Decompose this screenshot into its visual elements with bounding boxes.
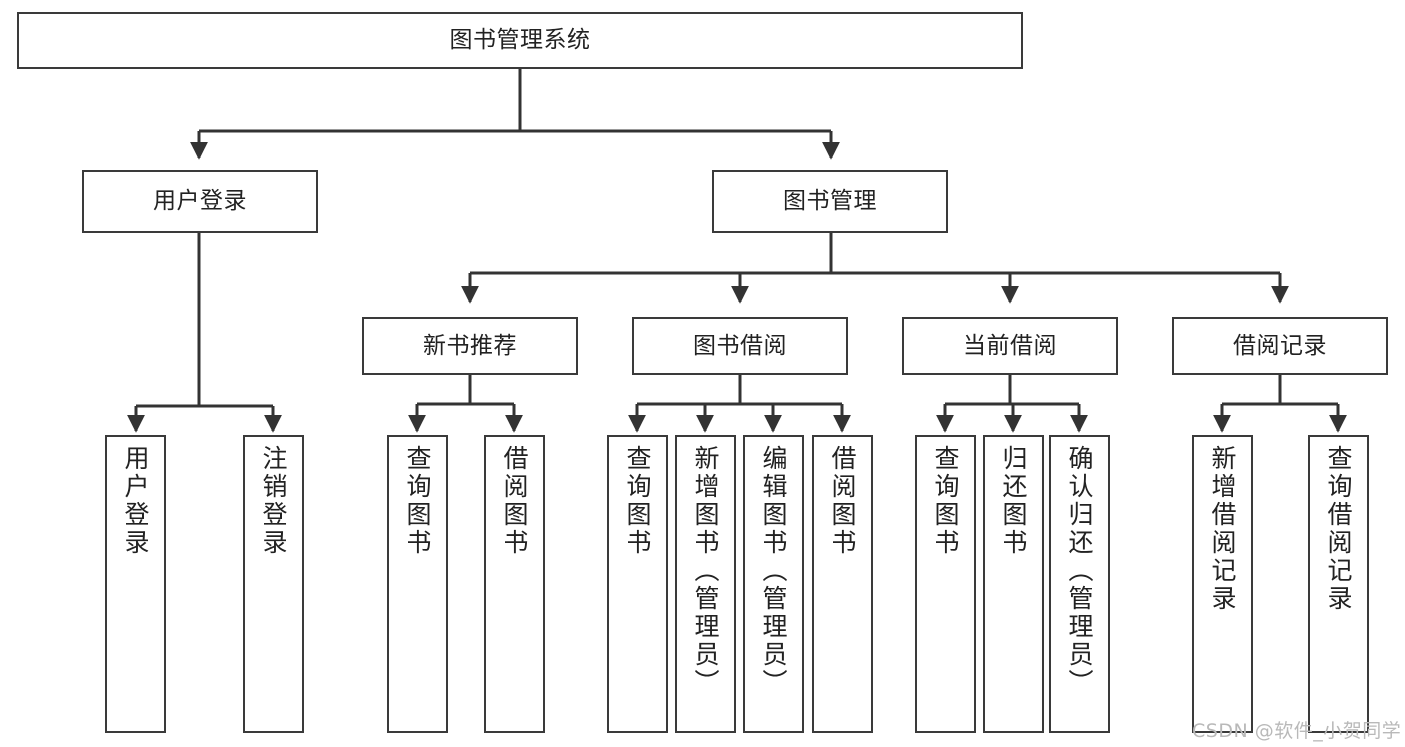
leaf-current-confirm-return-label: 确认归还（管理员）	[1065, 445, 1094, 697]
leaf-recommend-borrow-book[interactable]: 借阅图书	[484, 435, 545, 733]
leaf-current-query-book-label: 查询图书	[931, 445, 960, 557]
node-current-borrow[interactable]: 当前借阅	[902, 317, 1118, 375]
node-book-management-label: 图书管理	[783, 188, 877, 215]
node-user-login[interactable]: 用户登录	[82, 170, 318, 233]
leaf-records-add-record-label: 新增借阅记录	[1208, 445, 1237, 613]
leaf-records-add-record[interactable]: 新增借阅记录	[1192, 435, 1253, 733]
node-current-borrow-label: 当前借阅	[963, 332, 1057, 359]
leaf-borrow-borrow-book[interactable]: 借阅图书	[812, 435, 873, 733]
node-root[interactable]: 图书管理系统	[17, 12, 1023, 69]
leaf-records-query-record-label: 查询借阅记录	[1324, 445, 1353, 613]
leaf-user-login-login[interactable]: 用户登录	[105, 435, 166, 733]
csdn-watermark: CSDN @软件_小贺同学	[1192, 720, 1402, 742]
leaf-user-login-logout[interactable]: 注销登录	[243, 435, 304, 733]
node-new-book-recommend-label: 新书推荐	[423, 332, 517, 359]
leaf-borrow-edit-book[interactable]: 编辑图书（管理员）	[743, 435, 804, 733]
node-root-label: 图书管理系统	[449, 27, 591, 54]
node-book-borrow[interactable]: 图书借阅	[632, 317, 848, 375]
leaf-user-login-login-label: 用户登录	[121, 445, 150, 557]
leaf-borrow-edit-book-label: 编辑图书（管理员）	[759, 445, 788, 697]
leaf-borrow-query-book-label: 查询图书	[623, 445, 652, 557]
leaf-current-return-book-label: 归还图书	[999, 445, 1028, 557]
leaf-recommend-borrow-book-label: 借阅图书	[500, 445, 529, 557]
node-book-management[interactable]: 图书管理	[712, 170, 948, 233]
leaf-records-query-record[interactable]: 查询借阅记录	[1308, 435, 1369, 733]
leaf-user-login-logout-label: 注销登录	[259, 445, 288, 557]
node-book-borrow-label: 图书借阅	[693, 332, 787, 359]
node-new-book-recommend[interactable]: 新书推荐	[362, 317, 578, 375]
leaf-recommend-query-book[interactable]: 查询图书	[387, 435, 448, 733]
leaf-recommend-query-book-label: 查询图书	[403, 445, 432, 557]
leaf-current-confirm-return[interactable]: 确认归还（管理员）	[1049, 435, 1110, 733]
node-user-login-label: 用户登录	[153, 188, 247, 215]
leaf-borrow-add-book-label: 新增图书（管理员）	[691, 445, 720, 697]
node-borrow-records-label: 借阅记录	[1233, 332, 1327, 359]
leaf-current-query-book[interactable]: 查询图书	[915, 435, 976, 733]
leaf-borrow-borrow-book-label: 借阅图书	[828, 445, 857, 557]
leaf-current-return-book[interactable]: 归还图书	[983, 435, 1044, 733]
leaf-borrow-add-book[interactable]: 新增图书（管理员）	[675, 435, 736, 733]
node-borrow-records[interactable]: 借阅记录	[1172, 317, 1388, 375]
leaf-borrow-query-book[interactable]: 查询图书	[607, 435, 668, 733]
